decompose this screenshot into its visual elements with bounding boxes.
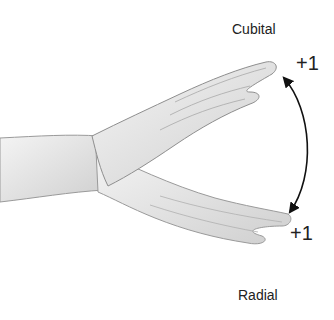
value-label: +1 xyxy=(296,52,319,74)
direction-label: Cubital xyxy=(232,22,276,37)
motion-arc xyxy=(284,78,307,212)
hand-cubital xyxy=(92,62,276,186)
direction-label: Radial xyxy=(238,288,278,303)
forearm xyxy=(0,135,104,202)
value-label: +1 xyxy=(290,222,313,244)
